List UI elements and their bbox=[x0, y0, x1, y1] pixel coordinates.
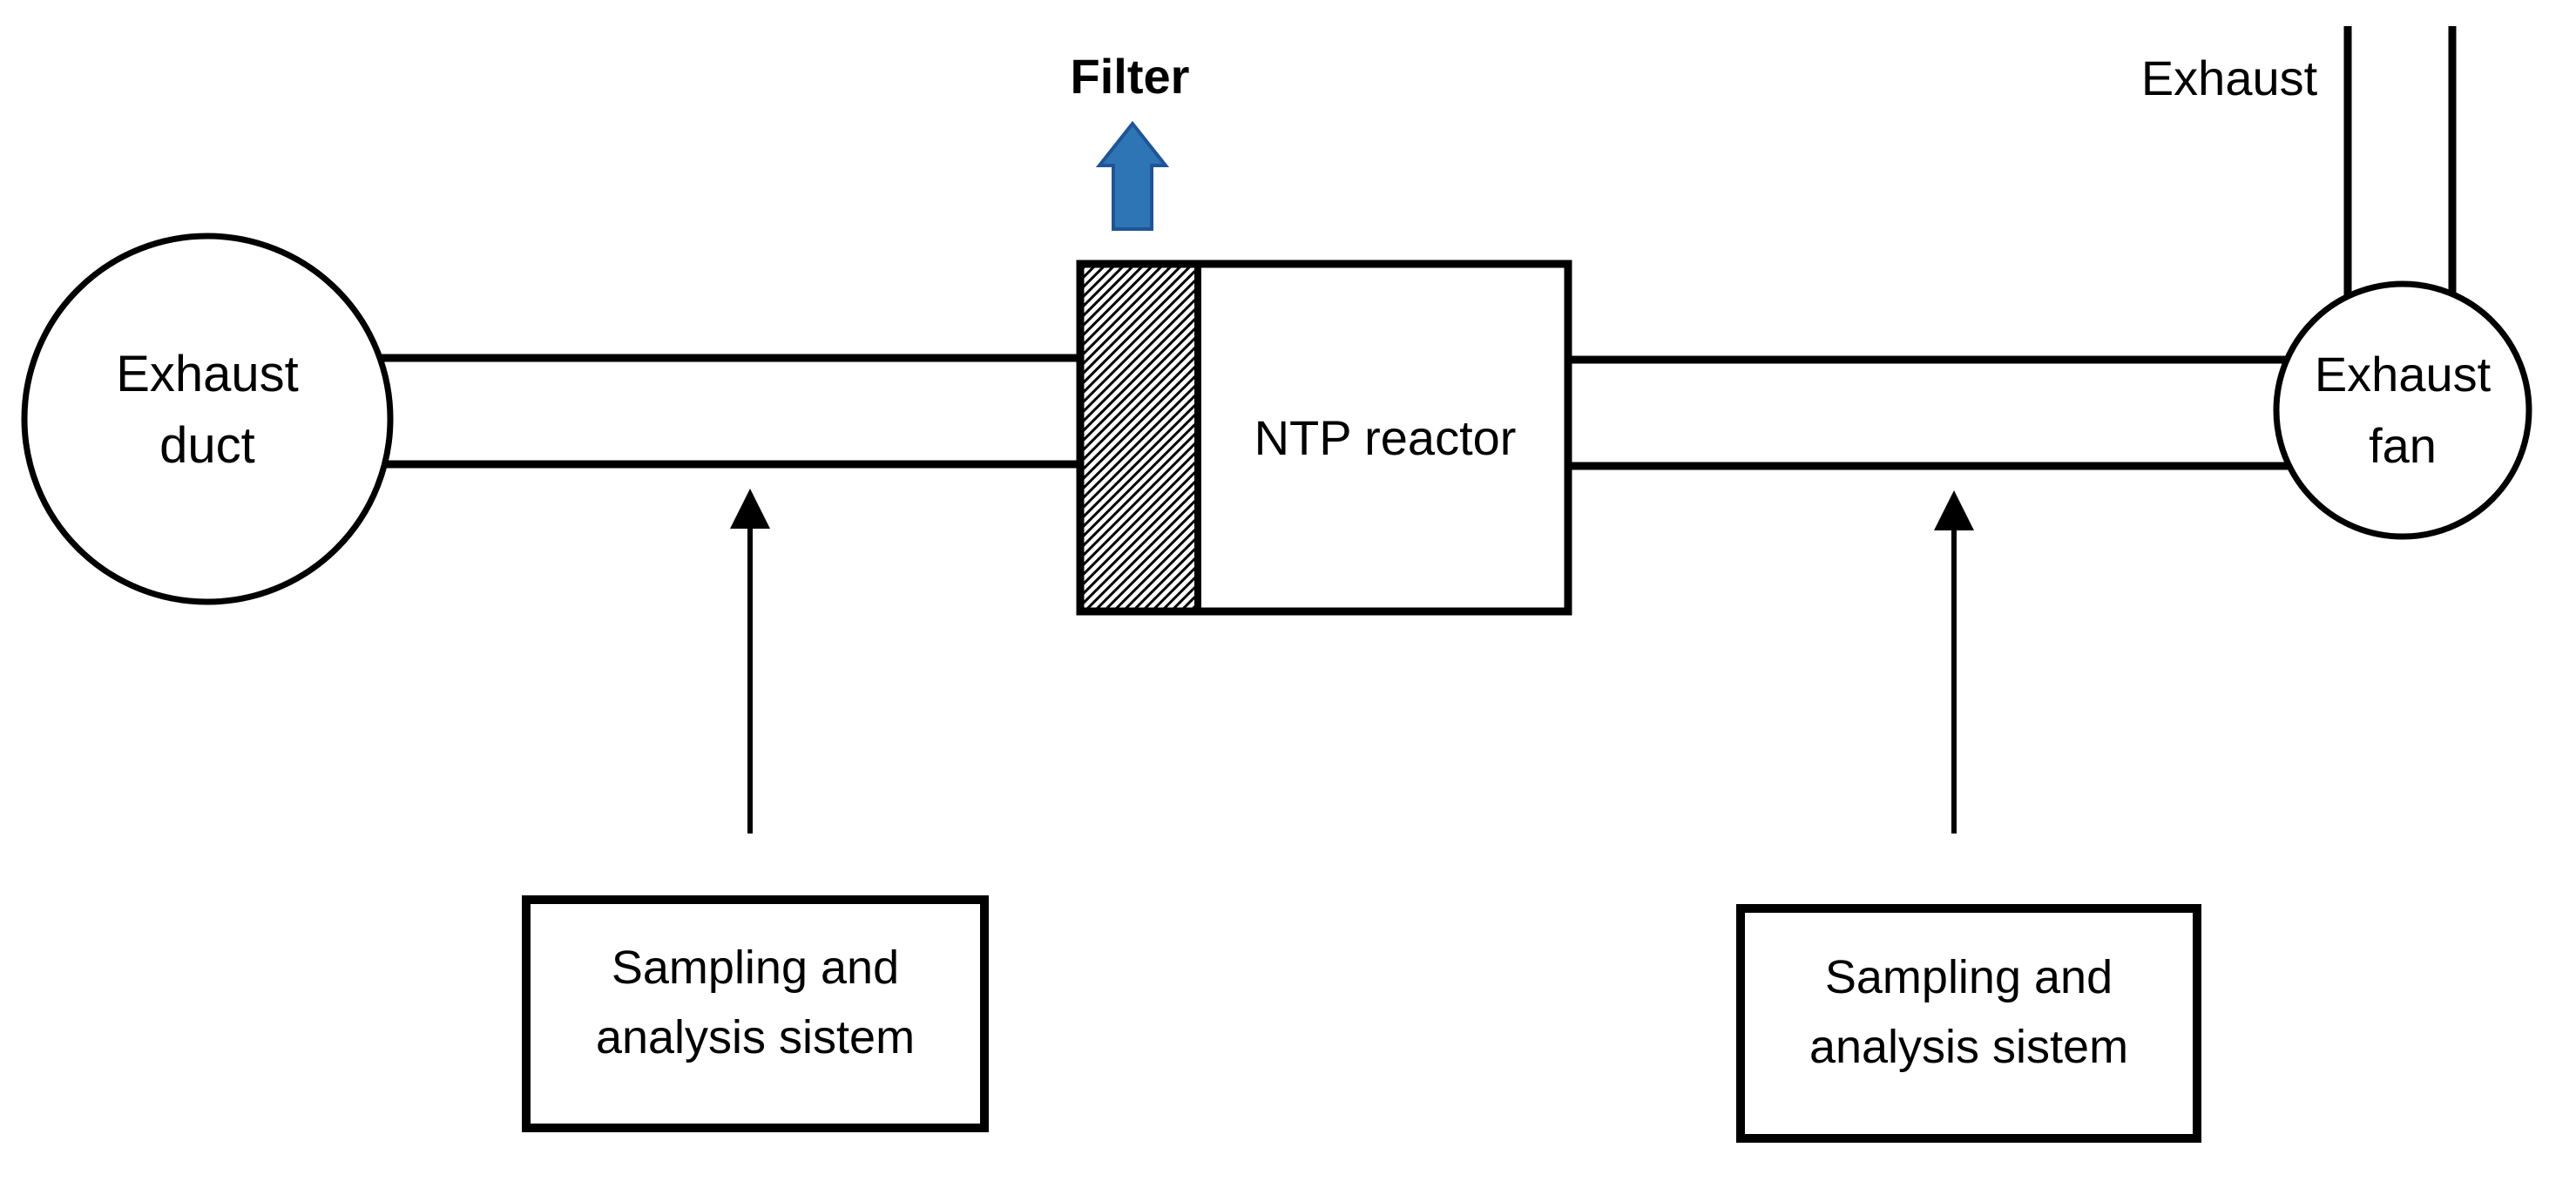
exhaust-outlet-label: Exhaust bbox=[2140, 51, 2318, 105]
filter-hatched-band bbox=[1077, 260, 1201, 615]
sampling-box-right: Sampling and analysis sistem bbox=[1736, 904, 2201, 1143]
duct-lines bbox=[379, 354, 2352, 470]
sampling-box-left: Sampling and analysis sistem bbox=[522, 895, 989, 1132]
exhaust-duct-circle bbox=[21, 233, 394, 605]
left-sampling-arrow bbox=[730, 489, 770, 834]
ntp-reactor-label: NTP reactor bbox=[1254, 409, 1517, 465]
right-sampling-arrow bbox=[1934, 490, 1974, 834]
exhaust-fan-label: Exhaust fan bbox=[2314, 347, 2491, 473]
exhaust-fan-circle bbox=[2273, 280, 2532, 540]
filter-label: Filter bbox=[1070, 49, 1190, 104]
filter-up-arrow-icon bbox=[1095, 120, 1170, 231]
exhaust-duct-label: Exhaust duct bbox=[116, 346, 299, 474]
